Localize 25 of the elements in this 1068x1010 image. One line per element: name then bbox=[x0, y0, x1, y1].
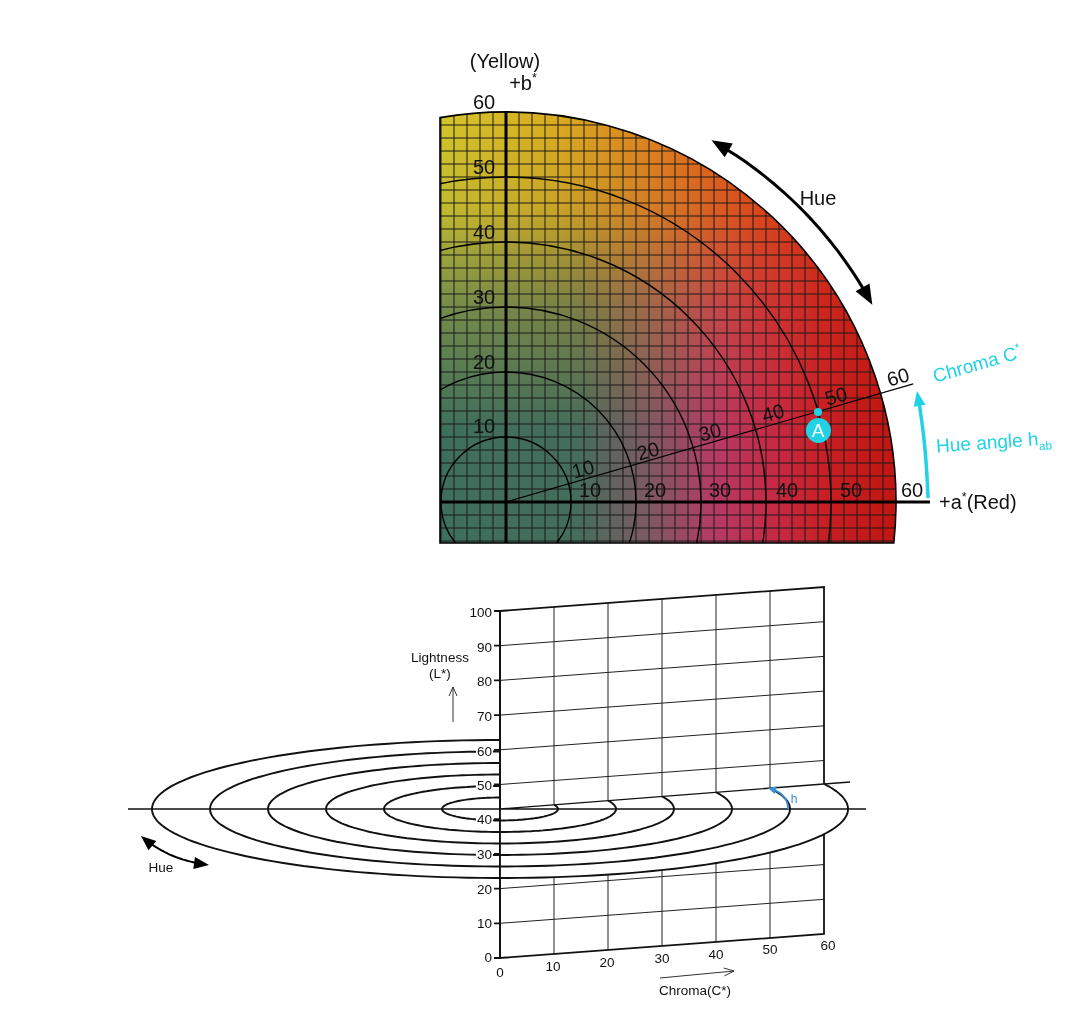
tick-label: 60 bbox=[472, 92, 496, 112]
tick-label: 60 bbox=[884, 364, 912, 390]
direction-label: Hue bbox=[799, 188, 837, 208]
tick-label: 30 bbox=[472, 287, 496, 307]
axis-label: Chroma(C*) bbox=[659, 984, 731, 998]
tick-label: 60 bbox=[900, 480, 924, 500]
tick-label: 50 bbox=[472, 157, 496, 177]
tick-label: 20 bbox=[599, 956, 615, 970]
tick-label: 20 bbox=[472, 352, 496, 372]
tick-label: 10 bbox=[569, 456, 597, 482]
tick-label: 40 bbox=[759, 400, 787, 426]
tick-label: 10 bbox=[472, 416, 496, 436]
tick-label: 30 bbox=[696, 419, 724, 445]
tick-label: 10 bbox=[545, 960, 561, 974]
tick-label: 20 bbox=[643, 480, 667, 500]
tick-label: 50 bbox=[839, 480, 863, 500]
tick-label: 30 bbox=[708, 480, 732, 500]
axis-label: +a$^{*}$(Red) bbox=[939, 492, 1017, 512]
tick-label: 20 bbox=[634, 438, 662, 464]
tick-label: 0 bbox=[496, 966, 504, 980]
tick-label: 50 bbox=[822, 383, 850, 409]
tick-label: 10 bbox=[578, 480, 602, 500]
tick-label: 40 bbox=[775, 480, 799, 500]
axis-label: +b$^{*}$ bbox=[509, 73, 537, 93]
tick-label: 40 bbox=[472, 222, 496, 242]
